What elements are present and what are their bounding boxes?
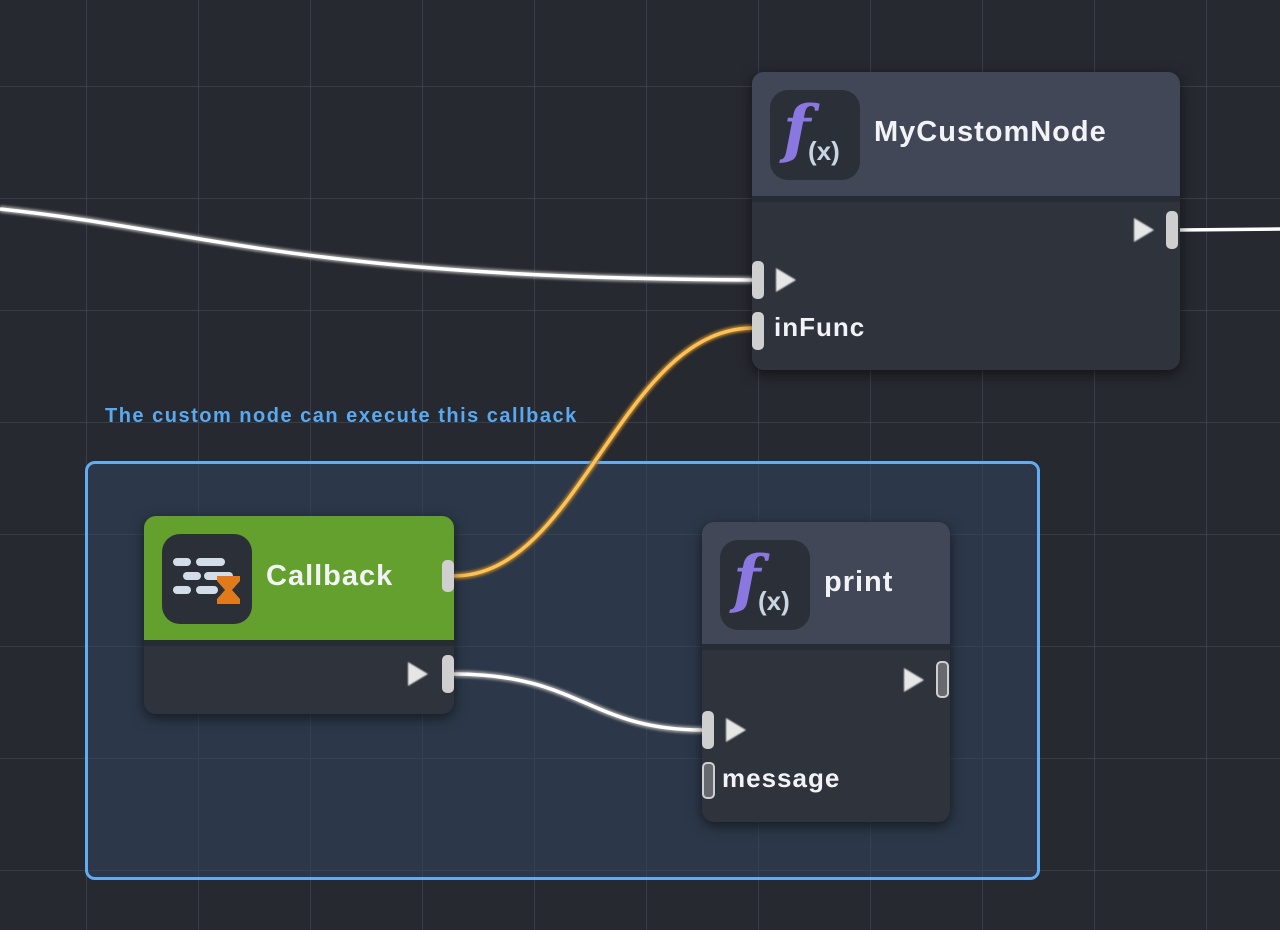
- infunc-label: inFunc: [774, 312, 866, 342]
- node-header[interactable]: f (x) MyCustomNode: [752, 72, 1180, 202]
- message-pin[interactable]: [702, 762, 715, 799]
- node-title: Callback: [266, 560, 394, 592]
- wire-exec-into-mycustomnode[interactable]: [0, 205, 753, 284]
- node-title: MyCustomNode: [874, 116, 1107, 148]
- message-label: message: [722, 763, 841, 793]
- exec-out-arrow-icon: [1134, 218, 1154, 242]
- wire-exec-out-mycustomnode[interactable]: [1177, 225, 1280, 234]
- node-header[interactable]: f (x) print: [702, 522, 950, 650]
- exec-in-pin[interactable]: [702, 711, 714, 749]
- exec-out-pin[interactable]: [442, 655, 454, 693]
- node-mycustomnode[interactable]: f (x) MyCustomNode inFunc: [752, 72, 1180, 370]
- exec-out-pin[interactable]: [1166, 211, 1178, 249]
- exec-in-arrow-icon: [726, 718, 746, 742]
- infunc-pin[interactable]: [752, 312, 764, 350]
- wire-exec-out-mycustomnode-core: [1177, 227, 1280, 232]
- exec-in-pin[interactable]: [752, 261, 764, 299]
- function-fx-icon: f (x): [770, 90, 860, 180]
- function-out-pin[interactable]: [442, 560, 454, 592]
- wire-exec-into-mycustomnode-core: [0, 207, 753, 282]
- callback-glyph-icon: [173, 558, 240, 604]
- exec-out-pin[interactable]: [936, 661, 949, 698]
- function-fx-icon: f (x): [720, 540, 810, 630]
- callback-list-hourglass-icon: [162, 534, 252, 624]
- node-print[interactable]: f (x) print message: [702, 522, 950, 822]
- node-callback[interactable]: Callback: [144, 516, 454, 714]
- exec-in-arrow-icon: [776, 268, 796, 292]
- node-header[interactable]: Callback: [144, 516, 454, 646]
- comment-label: The custom node can execute this callbac…: [105, 405, 578, 427]
- node-title: print: [824, 566, 894, 598]
- exec-out-arrow-icon: [904, 668, 924, 692]
- exec-out-arrow-icon: [408, 662, 428, 686]
